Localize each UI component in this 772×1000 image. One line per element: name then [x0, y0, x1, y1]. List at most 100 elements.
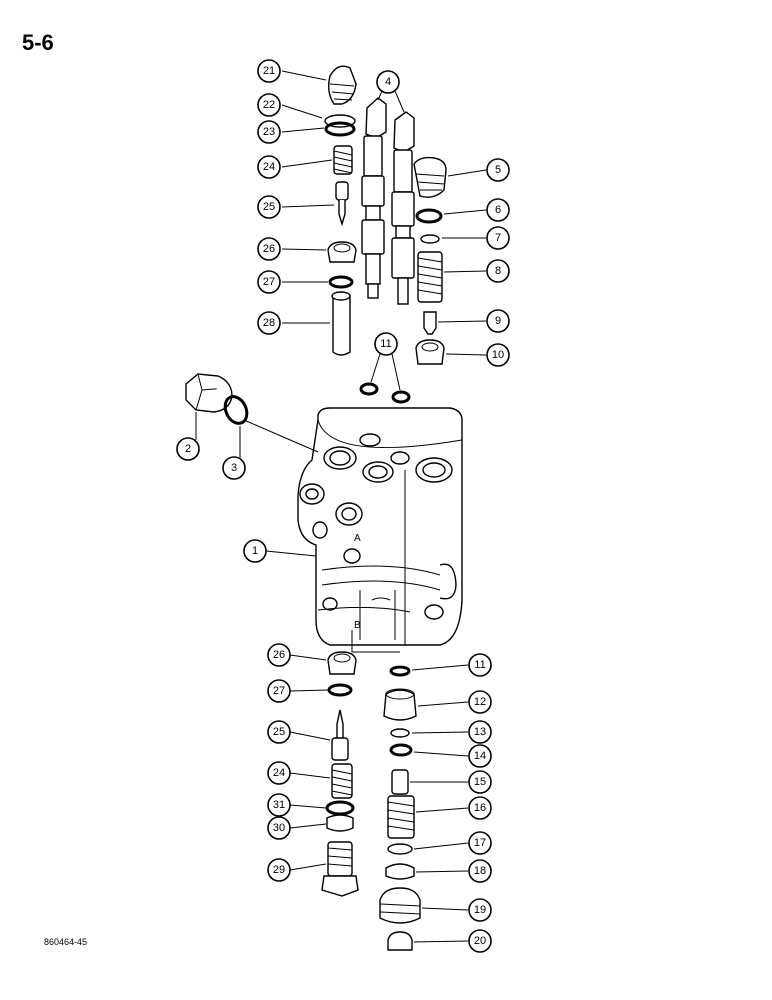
callout-17: 17 [468, 831, 492, 855]
svg-text:21: 21 [263, 65, 275, 77]
svg-text:19: 19 [474, 904, 486, 916]
svg-text:13: 13 [474, 726, 486, 738]
seat-26-lower [327, 651, 357, 675]
cap-20 [387, 931, 413, 951]
svg-text:27: 27 [263, 276, 275, 288]
svg-text:17: 17 [474, 837, 486, 849]
plug-2 [185, 373, 233, 413]
callout-25: 25 [257, 195, 281, 219]
ring-14 [389, 743, 413, 757]
washer-17 [387, 843, 413, 855]
callout-27-lower: 27 [267, 679, 291, 703]
callout-4: 4 [376, 70, 400, 94]
spring-24 [333, 145, 353, 175]
callout-26: 26 [257, 237, 281, 261]
valve-body [297, 407, 463, 653]
ring-31 [325, 800, 355, 816]
svg-text:7: 7 [495, 232, 501, 244]
callout-23: 23 [257, 120, 281, 144]
svg-text:25: 25 [263, 201, 275, 213]
washer-7 [420, 234, 440, 244]
plug-19 [379, 887, 421, 924]
svg-text:5: 5 [495, 164, 501, 176]
callout-18: 18 [468, 859, 492, 883]
o-ring-27-lower [327, 683, 353, 697]
callout-6: 6 [486, 198, 510, 222]
svg-text:11: 11 [380, 338, 391, 350]
svg-text:10: 10 [492, 349, 504, 361]
svg-text:31: 31 [273, 799, 285, 811]
callout-14: 14 [468, 744, 492, 768]
svg-text:25: 25 [273, 726, 285, 738]
callout-13: 13 [468, 720, 492, 744]
svg-text:22: 22 [263, 99, 275, 111]
callout-15: 15 [468, 770, 492, 794]
callout-27: 27 [257, 270, 281, 294]
callout-8: 8 [486, 259, 510, 283]
page-number: 5-6 [22, 30, 54, 55]
seat-10 [415, 339, 445, 365]
port-label-a: A [354, 533, 361, 544]
callout-24-lower: 24 [267, 761, 291, 785]
port-label-b: B [354, 620, 361, 631]
svg-text:16: 16 [474, 802, 486, 814]
svg-text:12: 12 [474, 696, 486, 708]
svg-text:4: 4 [385, 76, 391, 88]
svg-text:26: 26 [273, 649, 285, 661]
callout-21: 21 [257, 59, 281, 83]
svg-text:28: 28 [263, 317, 275, 329]
o-ring-11-left [359, 382, 379, 396]
spring-16 [387, 795, 415, 839]
callout-10: 10 [486, 343, 510, 367]
sleeve-28 [331, 291, 351, 356]
svg-text:8: 8 [495, 265, 501, 277]
callout-2: 2 [176, 437, 200, 461]
svg-text:27: 27 [273, 685, 285, 697]
poppet-25-lower [331, 709, 349, 761]
callout-25-lower: 25 [267, 720, 291, 744]
callout-19: 19 [468, 898, 492, 922]
sleeve-12 [383, 688, 417, 721]
callout-28: 28 [257, 311, 281, 335]
svg-text:9: 9 [495, 315, 501, 327]
svg-text:20: 20 [474, 935, 486, 947]
svg-text:23: 23 [263, 126, 275, 138]
spring-8 [417, 251, 443, 303]
o-ring-6 [415, 208, 443, 224]
callout-26-lower: 26 [267, 643, 291, 667]
spring-24-lower [331, 763, 353, 799]
svg-text:29: 29 [273, 864, 285, 876]
svg-text:11: 11 [474, 659, 485, 671]
spool-4-right [391, 111, 415, 305]
o-ring-11-right [391, 390, 411, 404]
svg-text:2: 2 [185, 443, 191, 455]
svg-text:15: 15 [474, 776, 486, 788]
callout-29: 29 [267, 858, 291, 882]
callout-5: 5 [486, 158, 510, 182]
svg-text:26: 26 [263, 243, 275, 255]
svg-text:6: 6 [495, 204, 501, 216]
spool-4-left [361, 97, 387, 299]
piston-15 [391, 769, 409, 795]
svg-text:1: 1 [252, 545, 258, 557]
piston-9 [423, 311, 437, 335]
callout-31: 31 [267, 793, 291, 817]
svg-text:14: 14 [474, 750, 486, 762]
callout-7: 7 [486, 226, 510, 250]
svg-text:24: 24 [273, 767, 285, 779]
callout-20: 20 [468, 929, 492, 953]
cup-30 [326, 814, 354, 832]
callout-16: 16 [468, 796, 492, 820]
leader-lines [195, 70, 487, 943]
o-ring-11-lower [389, 665, 411, 677]
o-ring-27 [328, 275, 354, 289]
svg-text:24: 24 [263, 161, 275, 173]
callout-12: 12 [468, 690, 492, 714]
plug-5 [413, 156, 447, 198]
svg-text:3: 3 [231, 462, 237, 474]
cap-21 [327, 65, 357, 105]
poppet-25 [335, 181, 349, 227]
callout-11: 11 [374, 332, 398, 356]
callout-24: 24 [257, 155, 281, 179]
